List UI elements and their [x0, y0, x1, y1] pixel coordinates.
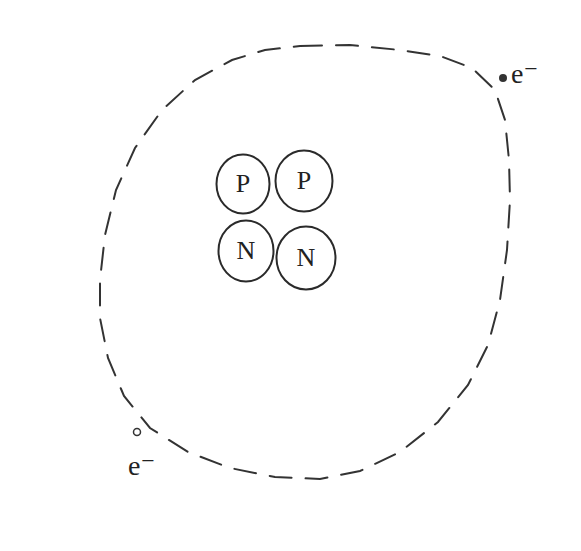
electron-orbit	[100, 45, 510, 479]
particle-letter: P	[274, 168, 334, 194]
electron-label: e⁻	[511, 60, 538, 88]
particle-letter: N	[275, 245, 337, 271]
electron-label: e⁻	[128, 452, 155, 480]
particle-letter: N	[217, 238, 275, 264]
electron-dot	[134, 429, 141, 436]
proton-circle: P	[215, 153, 271, 215]
neutron-circle: N	[217, 219, 275, 283]
proton-circle: P	[274, 149, 334, 213]
particle-letter: P	[215, 171, 271, 197]
neutron-circle: N	[275, 225, 337, 291]
electron-dot	[499, 74, 507, 82]
